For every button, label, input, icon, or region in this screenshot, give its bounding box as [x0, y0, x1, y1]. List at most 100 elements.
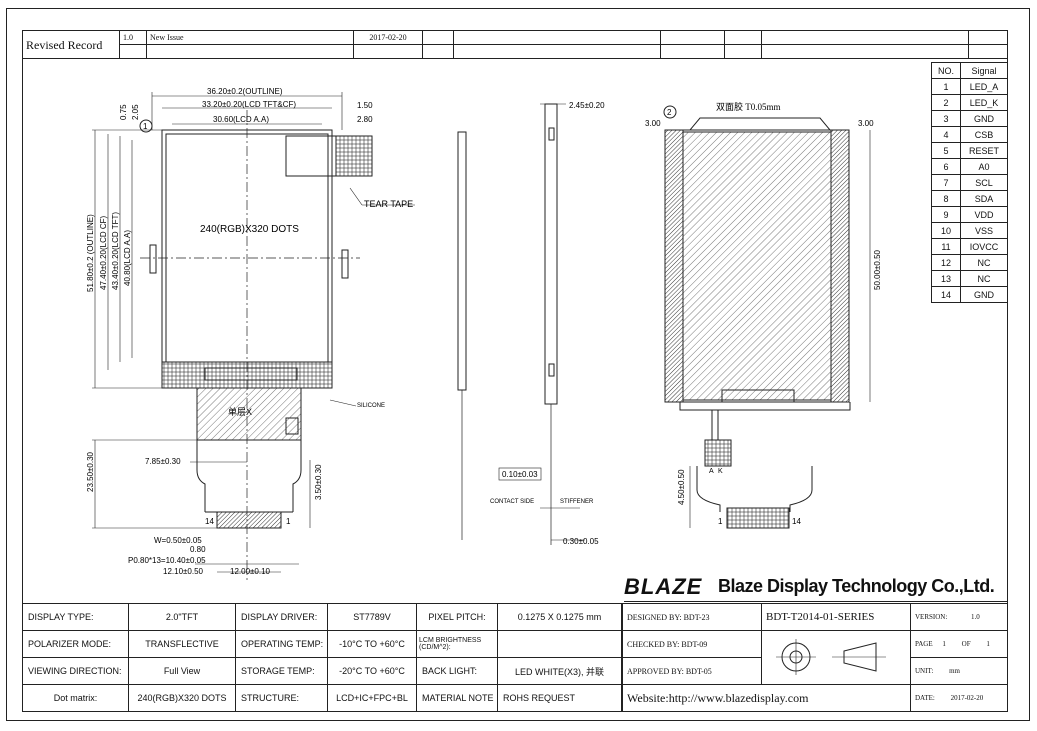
spec-value: 0.1275 X 0.1275 mm	[497, 603, 622, 631]
title-block: DESIGNED BY: BDT-23 BDT-T2014-01-SERIES …	[622, 603, 1008, 712]
dim-300-left: 3.00	[645, 119, 661, 128]
contact-side-label: CONTACT SIDE	[490, 499, 534, 505]
front-view	[92, 92, 415, 580]
pin-signal: GND	[960, 110, 1008, 127]
dim-785: 7.85±0.30	[145, 457, 181, 466]
dim-pitch: P0.80*13=10.40±0.05	[128, 556, 206, 565]
spec-label: POLARIZER MODE:	[22, 630, 129, 658]
unit-value: mm	[949, 667, 960, 675]
spec-row: Dot matrix: 240(RGB)X320 DOTS STRUCTURE:…	[22, 684, 622, 712]
dim-350: 3.50±0.30	[314, 464, 323, 500]
page-value: 1	[942, 640, 946, 648]
version-value: 1.0	[971, 613, 980, 621]
spec-value: ROHS REQUEST	[497, 684, 622, 712]
revision-table: Revised Record 1.0 New Issue 2017-02-20	[22, 30, 1008, 59]
spec-label: DISPLAY TYPE:	[22, 603, 129, 631]
date-label: DATE:	[915, 694, 935, 702]
back-pin-1: 1	[718, 517, 723, 526]
spec-label: STRUCTURE:	[235, 684, 328, 712]
projection-symbol	[776, 638, 886, 675]
spec-label: LCM BRIGHTNESS (CD/M^2):	[416, 630, 498, 658]
dim-lcd-cf-height: 47.40±0.20(LCD CF)	[99, 215, 108, 290]
dim-1200: 12.00±0.10	[230, 567, 271, 576]
company-name: Blaze Display Technology Co.,Ltd.	[718, 576, 995, 596]
spec-row: DISPLAY TYPE: 2.0"TFT DISPLAY DRIVER: ST…	[22, 603, 622, 631]
side-view-left	[457, 131, 467, 540]
dim-5000: 50.00±0.50	[873, 249, 882, 290]
mechanical-drawing: 36.20±0.2(OUTLINE) 33.20±0.20(LCD TFT&CF…	[86, 87, 882, 580]
revision-title: Revised Record	[22, 30, 120, 59]
checked-by: CHECKED BY: BDT-09	[622, 630, 762, 658]
led-anode-label: A	[709, 468, 714, 475]
side-view-right	[498, 103, 585, 545]
spec-label: PIXEL PITCH:	[416, 603, 498, 631]
spec-value: LCD+IC+FPC+BL	[327, 684, 417, 712]
unit-label: UNIT:	[915, 667, 934, 675]
single-layer-label: 单层X	[228, 406, 252, 417]
back-pin-14: 14	[792, 517, 801, 526]
dim-outline-height: 51.80±0.2 (OUTLINE)	[86, 214, 95, 292]
callout-1: 1	[143, 122, 148, 131]
spec-value: TRANSFLECTIVE	[128, 630, 236, 658]
dim-w050: W=0.50±0.05	[154, 536, 202, 545]
display-dots-label: 240(RGB)X320 DOTS	[200, 224, 299, 235]
pin-signal: GND	[960, 286, 1008, 303]
dim-lcd-tft-height: 43.40±0.20(LCD TFT)	[111, 212, 120, 290]
of-label: OF	[961, 640, 971, 648]
part-number: BDT-T2014-01-SERIES	[761, 603, 911, 631]
tear-tape-label: TEAR TAPE	[364, 199, 413, 209]
dim-450: 4.50±0.50	[677, 469, 686, 505]
spec-label: STORAGE TEMP:	[235, 657, 328, 685]
of-value: 1	[986, 640, 990, 648]
spec-label: VIEWING DIRECTION:	[22, 657, 129, 685]
dim-300-right: 3.00	[858, 119, 874, 128]
dim-080: 0.80	[190, 545, 206, 554]
fpc-pin-14: 14	[205, 517, 214, 526]
dim-thickness: 2.45±0.20	[569, 101, 605, 110]
pin-signal: A0	[960, 158, 1008, 175]
dim-outline-width: 36.20±0.2(OUTLINE)	[207, 87, 283, 96]
spec-value: 2.0"TFT	[128, 603, 236, 631]
spec-row: POLARIZER MODE: TRANSFLECTIVE OPERATING …	[22, 630, 622, 658]
silicone-label: SILICONE	[357, 403, 385, 409]
approved-by: APPROVED BY: BDT-05	[622, 657, 762, 685]
tape-note: 双面胶 T0.05mm	[716, 101, 781, 112]
spec-label: DISPLAY DRIVER:	[235, 603, 328, 631]
spec-label: BACK LIGHT:	[416, 657, 498, 685]
page-label: PAGE	[915, 640, 933, 648]
fpc-pin-1: 1	[286, 517, 291, 526]
spec-value: LED WHITE(X3), 并联	[497, 657, 622, 685]
dim-lcd-aa-height: 40.80(LCD A.A)	[123, 230, 132, 286]
spec-value	[497, 630, 622, 658]
callout-2: 2	[667, 108, 672, 117]
spec-label: MATERIAL NOTE	[416, 684, 498, 712]
spec-value: 240(RGB)X320 DOTS	[128, 684, 236, 712]
dim-075: 0.75	[119, 104, 128, 120]
stiffener-label: STIFFENER	[560, 499, 594, 505]
drawing-frame	[6, 8, 1030, 721]
dim-280: 2.80	[357, 115, 373, 124]
dim-205: 2.05	[131, 104, 140, 120]
spec-table: DISPLAY TYPE: 2.0"TFT DISPLAY DRIVER: ST…	[22, 603, 622, 712]
spec-label: Dot matrix:	[22, 684, 129, 712]
dim-lcd-aa-width: 30.60(LCD A.A)	[213, 115, 269, 124]
spec-row: VIEWING DIRECTION: Full View STORAGE TEM…	[22, 657, 622, 685]
dim-150: 1.50	[357, 101, 373, 110]
spec-value: Full View	[128, 657, 236, 685]
version-label: VERSION:	[915, 613, 948, 621]
designed-by: DESIGNED BY: BDT-23	[622, 603, 762, 631]
date-value: 2017-02-20	[950, 694, 984, 702]
led-cathode-label: K	[718, 468, 723, 475]
spec-value: ST7789V	[327, 603, 417, 631]
back-view	[663, 105, 871, 529]
brand-bar: BLAZE Blaze Display Technology Co.,Ltd.	[624, 573, 1008, 602]
spec-value: -10°C TO +60°C	[327, 630, 417, 658]
dim-010: 0.10±0.03	[502, 470, 538, 479]
